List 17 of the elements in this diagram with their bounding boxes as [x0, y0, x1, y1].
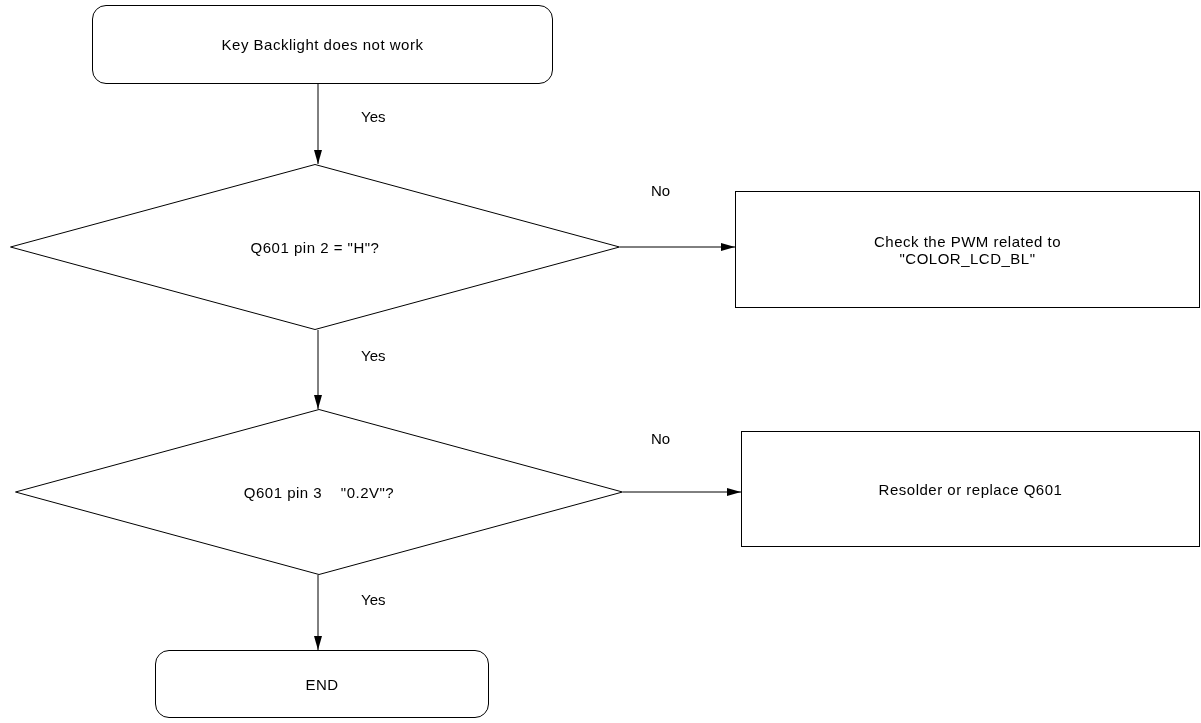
- decision-diamond: [15, 409, 623, 575]
- process-box: [735, 191, 1200, 308]
- arrow: [314, 83, 322, 165]
- node-text: END: [305, 675, 339, 693]
- node-text: Check the PWM related to "COLOR_LCD_BL": [872, 232, 1063, 267]
- node-text: Q601 pin 3 "0.2V"?: [243, 483, 395, 501]
- arrow: [619, 243, 736, 251]
- node-text: Key Backlight does not work: [221, 36, 424, 53]
- arrow: [314, 574, 322, 651]
- terminal-box: [155, 650, 489, 718]
- decision-diamond: [10, 164, 620, 330]
- arrow: [314, 329, 322, 410]
- node-text: Resolder or replace Q601: [878, 480, 1063, 498]
- arrow: [622, 488, 742, 496]
- process-box: [741, 431, 1200, 547]
- node-text: Q601 pin 2 = "H"?: [250, 238, 380, 256]
- terminal-box: [92, 5, 553, 84]
